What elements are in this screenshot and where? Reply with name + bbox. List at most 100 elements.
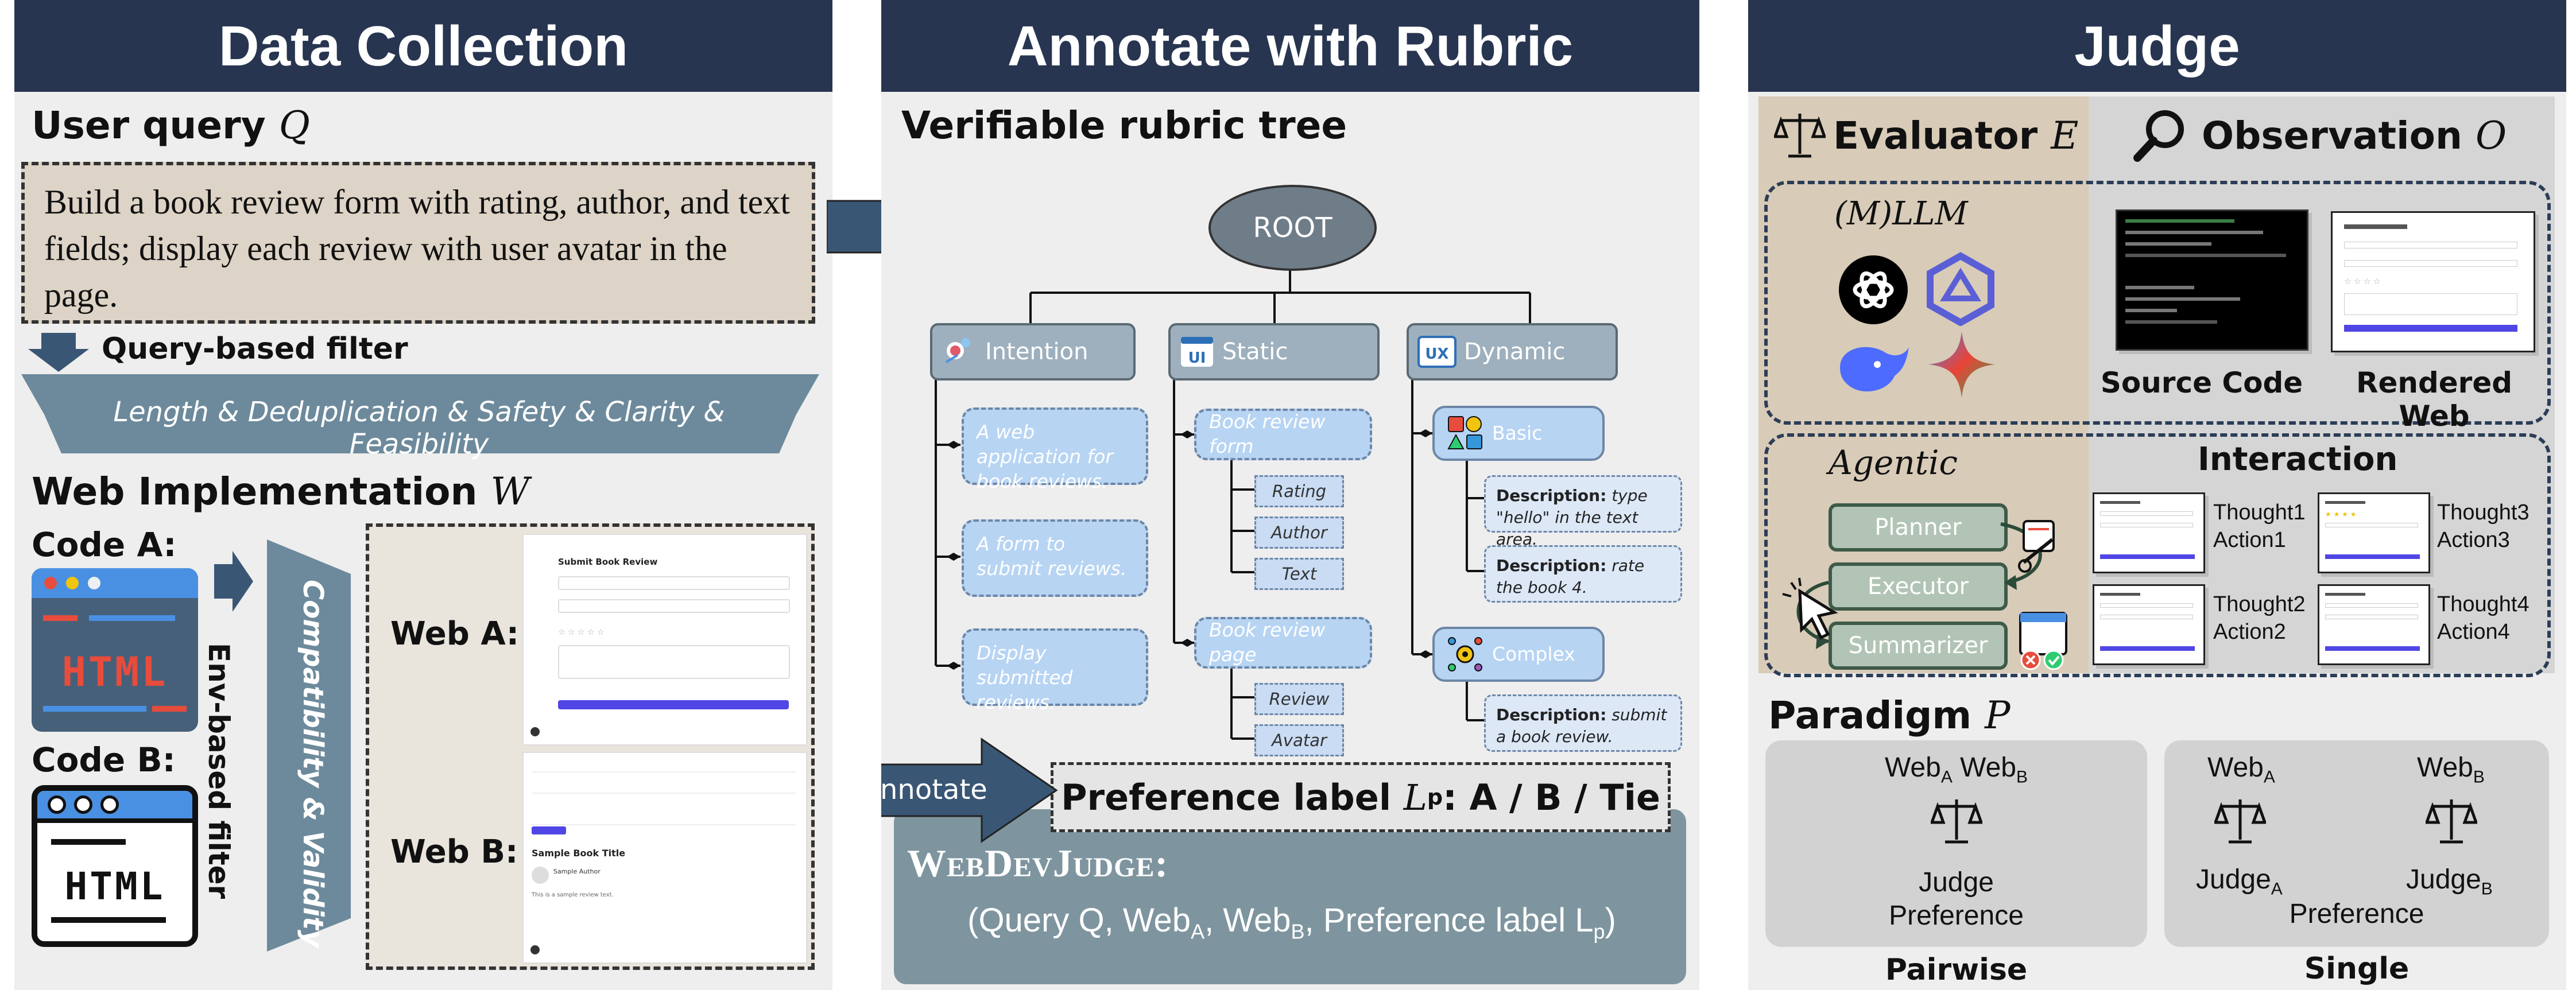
static-node: UI Static [1168, 323, 1380, 381]
env-filter-label: Env-based filter [202, 643, 235, 899]
pairwise-label: Pairwise [1885, 953, 2028, 987]
web-b-title: Sample Book Title [532, 848, 626, 859]
gemini-icon [1928, 331, 1995, 398]
web-a-screenshot: Submit Book Review ☆ ☆ ☆ ☆ ☆ [522, 534, 807, 746]
mllm-box [1764, 181, 2551, 425]
observation-column [2089, 96, 2555, 673]
data-collection-header: Data Collection [14, 0, 832, 92]
chip-text: Text [1254, 558, 1344, 590]
static-group-page: Book review page [1194, 617, 1372, 669]
down-arrow-icon [28, 333, 89, 372]
rendered-web-thumbnail: ☆ ☆ ☆ ☆ [2331, 211, 2535, 352]
web-b-author: Sample Author [553, 868, 601, 875]
interaction-shot-2 [2093, 584, 2205, 665]
user-query-text: Build a book review form with rating, au… [44, 183, 790, 314]
chip-author: Author [1254, 517, 1344, 549]
pairwise-webs: WebA WebB [1884, 752, 2028, 787]
single-judge-b: JudgeB [2406, 864, 2493, 899]
single-scales-icon-a [2214, 799, 2266, 844]
planner-box: Planner [1829, 503, 2008, 552]
qwen-icon [1927, 252, 1994, 326]
dynamic-label: Dynamic [1464, 339, 1566, 365]
scales-icon [1774, 114, 1826, 158]
agentic-label: Agentic [1829, 443, 1958, 482]
executor-box: Executor [1829, 562, 2008, 611]
result-check-icon [2019, 612, 2067, 670]
chip-review: Review [1254, 683, 1344, 715]
svg-text:UI: UI [1188, 350, 1206, 367]
tools-icon [2018, 520, 2055, 573]
single-preference: Preference [2289, 899, 2424, 929]
summarizer-box: Summarizer [1829, 622, 2008, 670]
webdevjudge-tuple: (Query Q, WebA, WebB, Preference label L… [967, 902, 1616, 944]
interaction-label: Interaction [2198, 441, 2398, 478]
intention-label: Intention [985, 339, 1088, 365]
pairwise-scales-icon [1931, 799, 1982, 844]
complex-description: Description: submit a book review. [1484, 694, 1682, 752]
complex-label: Complex [1492, 642, 1575, 665]
rendered-web-label: Rendered Web [2356, 366, 2513, 433]
paradigm-label: Paradigm P [1768, 693, 2011, 737]
openai-icon [1839, 255, 1908, 324]
web-a-label: Web A: [390, 615, 520, 653]
code-b-label: Code B: [32, 740, 176, 779]
code-a-label: Code A: [32, 525, 177, 564]
ui-icon: UI [1181, 337, 1213, 367]
basic-description-1: Description: type "hello" in the text ar… [1484, 475, 1682, 549]
intention-leaf-1: A web application for book reviews. [962, 407, 1148, 492]
single-web-b: WebB [2417, 752, 2485, 787]
chip-avatar: Avatar [1254, 724, 1344, 756]
judge-header: Judge [1748, 0, 2566, 92]
source-code-label: Source Code [2100, 366, 2303, 399]
query-filter-label: Query-based filter [102, 332, 408, 366]
intention-node: Intention [930, 323, 1136, 381]
judge-panel: Judge Evaluator E Observation O (M)LLM [1748, 0, 2566, 990]
filter-banner-shape [21, 374, 819, 453]
right-arrow-icon [214, 551, 253, 612]
source-code-thumbnail [2116, 209, 2308, 351]
compatibility-label: Compatibility & Validity [297, 580, 329, 948]
basic-description-2: Description: rate the book 4. [1484, 545, 1682, 603]
data-collection-panel: Data Collection User query Q Build a boo… [14, 0, 832, 990]
interaction-shot-1 [2093, 492, 2205, 573]
single-box [2164, 740, 2549, 947]
web-implementation-label: Web Implementation W [32, 469, 530, 514]
compatibility-banner-shape [267, 539, 351, 952]
annotate-header: Annotate with Rubric [881, 0, 1699, 92]
dynamic-node: UX Dynamic [1407, 323, 1618, 381]
code-b-html-text: HTML [64, 864, 165, 909]
svg-text:UX: UX [1425, 345, 1448, 363]
deepseek-icon [1840, 347, 1909, 392]
single-scales-icon-b [2426, 799, 2477, 844]
webdevjudge-box [894, 809, 1686, 984]
single-label: Single [2304, 952, 2410, 986]
complex-node: Complex [1432, 627, 1605, 682]
single-web-a: WebA [2207, 752, 2275, 787]
web-b-screenshot: Sample Book Title Sample Author This is … [522, 752, 807, 964]
code-a-html-icon: HTML [32, 568, 198, 732]
static-label: Static [1222, 339, 1288, 365]
cursor-icon [1782, 577, 1838, 640]
interaction-shot-3: ★ ★ ★ ★ [2318, 492, 2430, 573]
rubric-tree-connectors [935, 264, 1531, 740]
static-group-form: Book review form [1194, 409, 1372, 460]
intention-icon [945, 338, 970, 363]
basic-node: Basic [1432, 406, 1605, 461]
intention-leaf-3: Display submitted reviews. [962, 628, 1148, 713]
root-node: ROOT [1208, 185, 1377, 271]
annotate-panel: Annotate with Rubric Verifiable rubric t… [881, 0, 1699, 990]
basic-label: Basic [1492, 421, 1543, 444]
pairwise-preference: Preference [1889, 900, 2024, 931]
filter-criteria: Length & Deduplication & Safety & Clarit… [113, 396, 725, 460]
webdevjudge-name: WebDevJudge: [907, 841, 1169, 885]
agentic-box [1764, 433, 2551, 677]
intention-leaf-2: A form to submit reviews. [962, 519, 1148, 597]
gear-network-icon [1448, 637, 1482, 671]
code-b-html-icon: HTML [32, 785, 198, 947]
pairwise-box [1765, 740, 2147, 947]
